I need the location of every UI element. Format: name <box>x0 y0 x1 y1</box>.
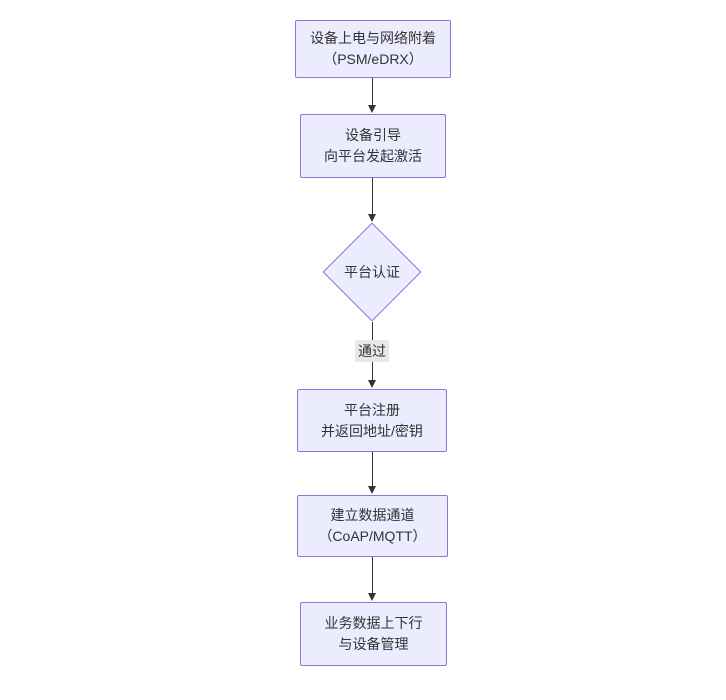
node-business-data-device-mgmt: 业务数据上下行 与设备管理 <box>300 602 447 666</box>
arrow-line-bootstrap-to-auth <box>372 178 373 214</box>
node-label-line: 设备上电与网络附着 <box>310 30 436 46</box>
arrowhead-icon <box>368 380 376 388</box>
node-device-power-network-attach: 设备上电与网络附着 （PSM/eDRX） <box>295 20 451 78</box>
arrowhead-icon <box>368 105 376 113</box>
arrowhead-icon <box>368 214 376 222</box>
node-label-line: 设备引导 <box>345 127 401 143</box>
node-label-line: （PSM/eDRX） <box>323 51 423 67</box>
node-platform-register: 平台注册 并返回地址/密钥 <box>297 389 447 452</box>
arrow-line-register-to-channel <box>372 452 373 486</box>
arrow-line-power-to-bootstrap <box>372 78 373 105</box>
decision-platform-auth: 平台认证 <box>322 222 422 322</box>
node-label-line: 平台注册 <box>344 401 400 418</box>
node-label-line: 向平台发起激活 <box>324 148 422 164</box>
node-label-line: （CoAP/MQTT） <box>318 528 427 544</box>
arrow-line-channel-to-business <box>372 557 373 593</box>
node-device-bootstrap-activation: 设备引导 向平台发起激活 <box>300 114 446 178</box>
node-label-line: 建立数据通道 <box>330 507 415 523</box>
node-label-line: 并返回地址/密钥 <box>321 422 423 439</box>
node-data-channel: 建立数据通道 （CoAP/MQTT） <box>297 495 448 557</box>
node-label-line: 与设备管理 <box>338 636 409 652</box>
node-label-line: 业务数据上下行 <box>324 615 423 631</box>
edge-label-pass: 通过 <box>355 340 389 362</box>
arrowhead-icon <box>368 593 376 601</box>
arrowhead-icon <box>368 486 376 494</box>
decision-label: 平台认证 <box>344 264 400 280</box>
